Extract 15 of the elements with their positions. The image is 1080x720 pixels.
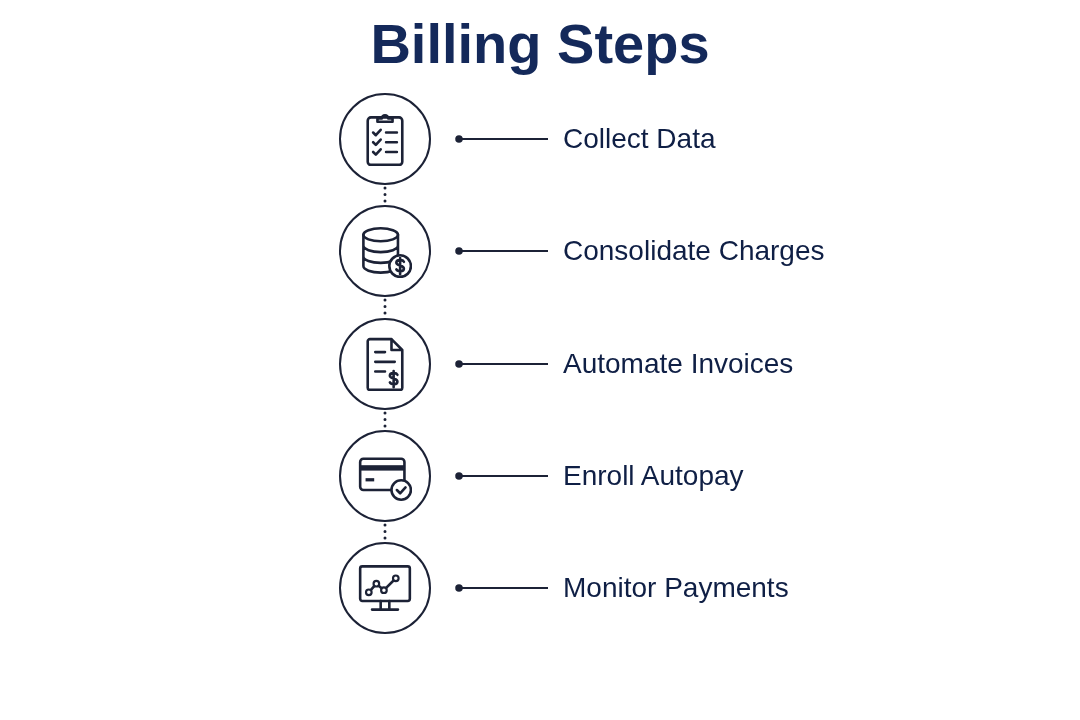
leader-line	[455, 247, 549, 255]
title: Billing Steps	[370, 11, 710, 77]
step-label: Consolidate Charges	[563, 234, 825, 268]
leader-line	[455, 472, 549, 480]
step-label: Automate Invoices	[563, 347, 794, 381]
dotted-connector	[383, 523, 387, 541]
leader-line	[455, 584, 549, 592]
dotted-connector	[383, 186, 387, 204]
step-label: Enroll Autopay	[563, 459, 744, 493]
dotted-connector	[383, 298, 387, 317]
step-label: Monitor Payments	[563, 571, 789, 605]
dotted-connector	[383, 411, 387, 429]
leader-line	[455, 360, 549, 368]
leader-line	[455, 135, 549, 143]
step-label: Collect Data	[563, 122, 716, 156]
